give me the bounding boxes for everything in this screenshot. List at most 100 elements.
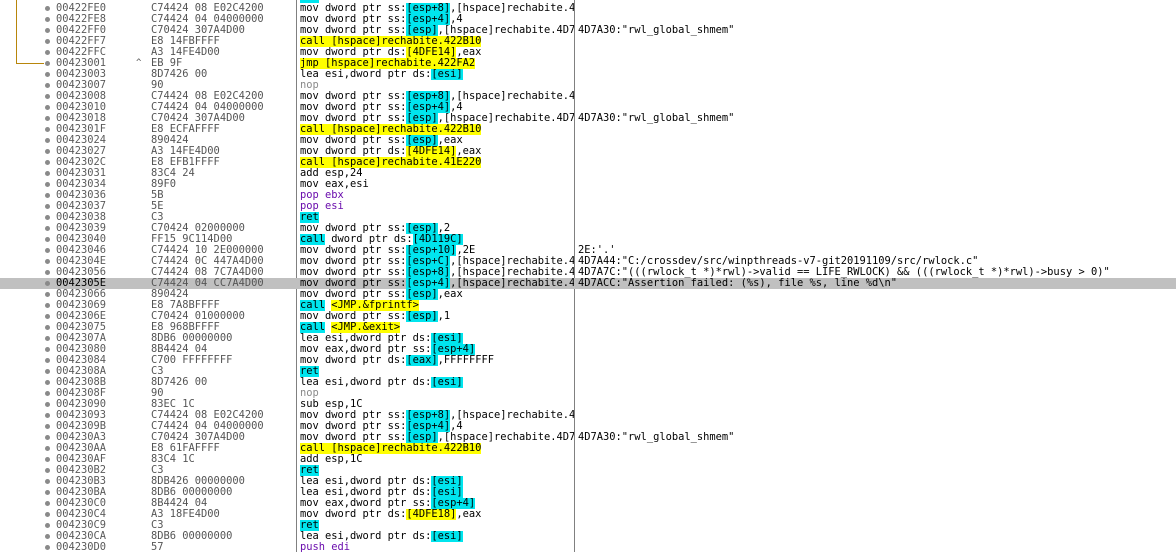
breakpoint-dot-icon[interactable] bbox=[45, 193, 50, 198]
breakpoint-dot-icon[interactable] bbox=[45, 270, 50, 275]
breakpoint-dot-icon[interactable] bbox=[45, 468, 50, 473]
breakpoint-dot-icon[interactable] bbox=[45, 116, 50, 121]
breakpoint-dot-icon[interactable] bbox=[45, 534, 50, 539]
breakpoint-dot-icon[interactable] bbox=[45, 72, 50, 77]
disasm-row[interactable]: 00422FDFC3ret bbox=[0, 0, 1176, 3]
breakpoint-dot-icon[interactable] bbox=[45, 501, 50, 506]
breakpoint-dot-icon[interactable] bbox=[45, 226, 50, 231]
breakpoint-dot-icon[interactable] bbox=[45, 28, 50, 33]
breakpoint-dot-icon[interactable] bbox=[45, 435, 50, 440]
breakpoint-dot-icon[interactable] bbox=[45, 512, 50, 517]
breakpoint-dot-icon[interactable] bbox=[45, 127, 50, 132]
breakpoint-dot-icon[interactable] bbox=[45, 545, 50, 550]
breakpoint-dot-icon[interactable] bbox=[45, 259, 50, 264]
breakpoint-dot-icon[interactable] bbox=[45, 314, 50, 319]
breakpoint-dot-icon[interactable] bbox=[45, 94, 50, 99]
breakpoint-dot-icon[interactable] bbox=[45, 215, 50, 220]
breakpoint-dot-icon[interactable] bbox=[45, 325, 50, 330]
breakpoint-dot-icon[interactable] bbox=[45, 523, 50, 528]
breakpoint-dot-icon[interactable] bbox=[45, 160, 50, 165]
breakpoint-dot-icon[interactable] bbox=[45, 347, 50, 352]
breakpoint-dot-icon[interactable] bbox=[45, 105, 50, 110]
breakpoint-dot-icon[interactable] bbox=[45, 424, 50, 429]
breakpoint-dot-icon[interactable] bbox=[45, 281, 50, 286]
breakpoint-dot-icon[interactable] bbox=[45, 292, 50, 297]
breakpoint-dot-icon[interactable] bbox=[45, 138, 50, 143]
breakpoint-dot-icon[interactable] bbox=[45, 490, 50, 495]
breakpoint-dot-icon[interactable] bbox=[45, 446, 50, 451]
breakpoint-dot-icon[interactable] bbox=[45, 479, 50, 484]
breakpoint-dot-icon[interactable] bbox=[45, 237, 50, 242]
breakpoint-dot-icon[interactable] bbox=[45, 391, 50, 396]
breakpoint-dot-icon[interactable] bbox=[45, 358, 50, 363]
breakpoint-dot-icon[interactable] bbox=[45, 402, 50, 407]
breakpoint-dot-icon[interactable] bbox=[45, 248, 50, 253]
breakpoint-dot-icon[interactable] bbox=[45, 149, 50, 154]
breakpoint-dot-icon[interactable] bbox=[45, 204, 50, 209]
breakpoint-dot-icon[interactable] bbox=[45, 303, 50, 308]
breakpoint-dot-icon[interactable] bbox=[45, 182, 50, 187]
breakpoint-dot-icon[interactable] bbox=[45, 61, 50, 66]
breakpoint-dot-icon[interactable] bbox=[45, 39, 50, 44]
breakpoint-dot-icon[interactable] bbox=[45, 336, 50, 341]
breakpoint-dot-icon[interactable] bbox=[45, 83, 50, 88]
breakpoint-dot-icon[interactable] bbox=[45, 6, 50, 11]
breakpoint-dot-icon[interactable] bbox=[45, 369, 50, 374]
breakpoint-dot-icon[interactable] bbox=[45, 50, 50, 55]
breakpoint-dot-icon[interactable] bbox=[45, 171, 50, 176]
breakpoint-dot-icon[interactable] bbox=[45, 413, 50, 418]
breakpoint-dot-icon[interactable] bbox=[45, 457, 50, 462]
breakpoint-dot-icon[interactable] bbox=[45, 380, 50, 385]
